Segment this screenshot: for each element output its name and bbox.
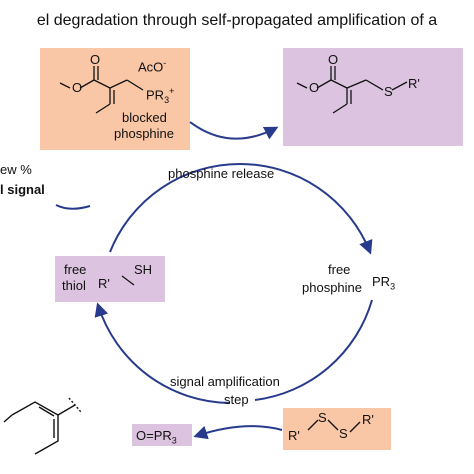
carbonyl-oxygen-label: O xyxy=(90,52,100,67)
release-arrow xyxy=(189,121,279,140)
blocked-label: blocked xyxy=(122,110,167,125)
signal-amplification-line2: step xyxy=(224,392,249,407)
cycle-arc-top xyxy=(109,162,373,255)
acetate-counterion: AcO- xyxy=(138,58,167,75)
thiol-sh-label: SH xyxy=(134,262,153,277)
figure-title: el degradation through self-propagated a… xyxy=(36,12,438,29)
left-note-line2: l signal xyxy=(0,182,45,197)
phosphine-oxide-label: O=PR3 xyxy=(136,428,177,446)
free-thiol-box xyxy=(55,256,165,302)
signal-amplification-line1: signal amplification xyxy=(170,374,280,389)
thioether-r-label: R' xyxy=(408,76,420,91)
thiol-r-label: R' xyxy=(98,276,110,291)
cycle-arrows xyxy=(55,121,373,440)
oxide-arrow xyxy=(193,425,283,440)
disulfide-r1: R' xyxy=(288,428,300,443)
signal-input-arrow xyxy=(55,204,91,210)
blocked-phosphine-structure xyxy=(59,66,144,114)
left-note-line1: ew % xyxy=(0,162,32,177)
blocked-phosphine-box xyxy=(40,48,190,150)
disulfide-s2: S xyxy=(339,426,348,441)
phosphine-label: phosphine xyxy=(114,126,174,141)
cycle-arc-bottom xyxy=(94,302,231,404)
phosphonium-group: PR3+ xyxy=(146,86,175,105)
phosphine-oxide-box xyxy=(132,424,192,446)
ester-oxygen-label: O xyxy=(72,80,82,95)
free-phosphine-line1: free xyxy=(328,262,351,277)
disulfide-r2: R' xyxy=(362,412,374,427)
sulfur-label: S xyxy=(384,84,393,99)
cycle-arc-right xyxy=(254,299,373,401)
phosphine-release-label: phosphine release xyxy=(168,166,275,181)
disulfide-bonds xyxy=(307,419,361,433)
thiol-bond xyxy=(121,275,135,286)
benzene-fragment xyxy=(3,397,82,455)
free-phosphine-formula: PR3 xyxy=(372,274,396,292)
thioether-product-box xyxy=(283,48,463,146)
disulfide-s1: S xyxy=(318,410,327,425)
thioether-structure xyxy=(296,66,408,114)
free-thiol-line1: free xyxy=(64,262,87,277)
product-ester-oxygen-label: O xyxy=(309,80,319,95)
free-thiol-line2: thiol xyxy=(62,278,86,293)
free-phosphine-line2: phosphine xyxy=(302,280,362,295)
product-carbonyl-oxygen-label: O xyxy=(328,52,338,67)
